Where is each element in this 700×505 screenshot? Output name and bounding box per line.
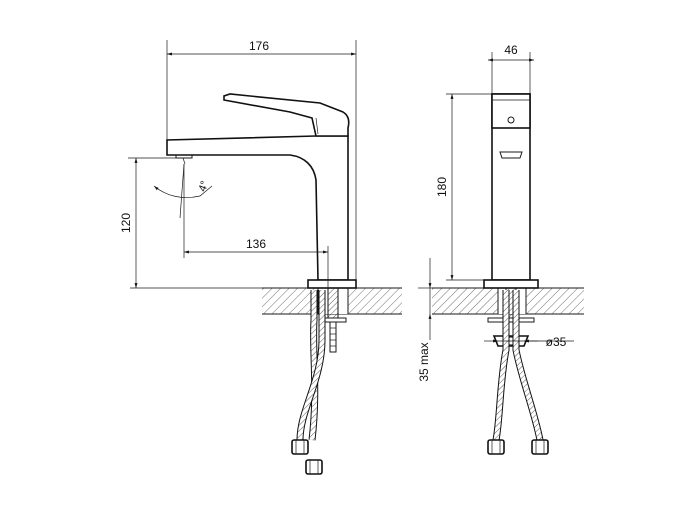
hoses-side [487,290,549,455]
dim-spout-height: 120 [119,157,176,288]
faucet-body-front [166,93,357,289]
countertop-front [130,287,402,315]
dim-spout-reach: 136 [183,164,329,288]
side-view: 46 180 35 max ø35 [417,43,584,455]
dim-angle: 4° [153,163,213,219]
dim-label-176: 176 [249,39,269,53]
dim-deck-thickness: 35 max [417,258,432,382]
dim-side-width: 46 [488,43,534,94]
dim-label-136: 136 [246,237,266,251]
dim-label-46: 46 [504,43,518,57]
front-view: 176 120 136 4° [119,39,402,475]
dim-label-angle: 4° [197,179,212,193]
dim-label-180: 180 [435,177,449,197]
dim-side-height: 180 [435,93,492,281]
dim-label-35-max: 35 max [417,342,431,381]
dim-front-width: 176 [166,39,357,280]
hoses-front [291,290,326,475]
dim-label-120: 120 [119,213,133,233]
dim-hole-diameter: ø35 [484,335,574,349]
dim-label-diameter: ø35 [546,335,567,349]
countertop-side [418,287,584,315]
faucet-body-side [483,93,539,289]
